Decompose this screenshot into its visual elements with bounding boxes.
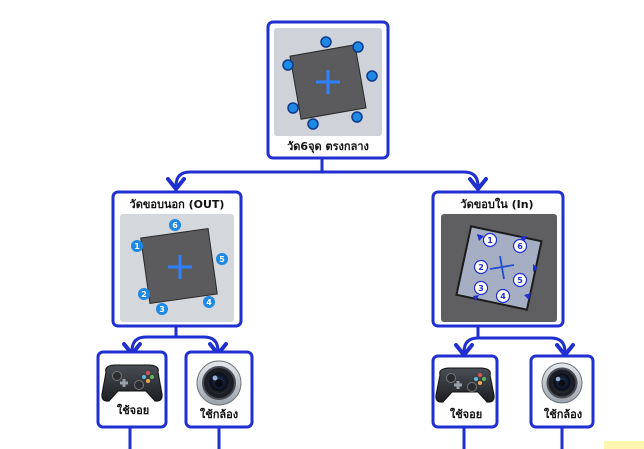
- svg-text:5: 5: [219, 255, 225, 264]
- camera-option-right: ใช้กล้อง: [529, 354, 595, 429]
- camera-lens-icon: [541, 362, 583, 404]
- svg-text:3: 3: [478, 284, 484, 293]
- root-node: วัด6จุด ตรงกลาง: [266, 20, 390, 160]
- in-node: วัดขอบใน (In) 1 2 3 4 5 6: [431, 190, 565, 328]
- in-point-2: 2: [473, 259, 489, 275]
- crosshair-icon: [489, 255, 515, 280]
- svg-text:5: 5: [517, 276, 523, 285]
- camera-option-left: ใช้กล้อง: [184, 350, 254, 429]
- in-corner-arrows: [473, 234, 538, 301]
- crosshair-icon: [316, 70, 340, 94]
- svg-text:6: 6: [172, 221, 178, 230]
- svg-text:4: 4: [500, 292, 506, 301]
- out-point-6: 6: [169, 219, 181, 231]
- camera-option-label: ใช้กล้อง: [200, 407, 238, 421]
- joystick-option-right: ใช้จอย: [431, 354, 499, 429]
- in-point-1: 1: [482, 232, 498, 248]
- crosshair-icon: [168, 255, 192, 279]
- out-node-label: วัดขอบนอก (OUT): [130, 198, 225, 211]
- joystick-option-label: ใช้จอย: [450, 407, 482, 421]
- measure-point-markers: [282, 36, 378, 130]
- svg-text:4: 4: [206, 298, 212, 307]
- in-point-4: 4: [495, 288, 511, 304]
- connector-lines: [128, 156, 567, 449]
- out-point-2: 2: [138, 288, 150, 300]
- svg-text:2: 2: [478, 263, 484, 272]
- in-point-markers: 1 2 3 4 5 6: [473, 232, 528, 304]
- out-point-markers: 1 2 3 4 5 6: [131, 219, 228, 315]
- gamepad-icon: [101, 364, 163, 402]
- in-point-6: 6: [512, 238, 528, 254]
- out-point-5: 5: [216, 253, 228, 265]
- joystick-option-label: ใช้จอย: [117, 403, 149, 417]
- out-node: วัดขอบนอก (OUT) 1 2 3 4 5 6: [111, 190, 243, 328]
- corner-highlight: [604, 441, 644, 449]
- out-point-1: 1: [131, 240, 143, 252]
- svg-text:2: 2: [141, 290, 147, 299]
- root-node-label: วัด6จุด ตรงกลาง: [287, 140, 369, 154]
- camera-lens-icon: [196, 360, 242, 406]
- svg-text:6: 6: [517, 242, 523, 251]
- in-node-label: วัดขอบใน (In): [460, 197, 533, 211]
- out-point-4: 4: [203, 296, 215, 308]
- svg-text:1: 1: [487, 236, 493, 245]
- camera-option-label: ใช้กล้อง: [544, 407, 582, 421]
- svg-text:3: 3: [159, 305, 165, 314]
- in-point-5: 5: [512, 272, 528, 288]
- joystick-option-left: ใช้จอย: [96, 350, 168, 429]
- svg-text:1: 1: [134, 242, 140, 251]
- out-point-3: 3: [156, 303, 168, 315]
- gamepad-icon: [435, 367, 495, 403]
- in-point-3: 3: [473, 280, 489, 296]
